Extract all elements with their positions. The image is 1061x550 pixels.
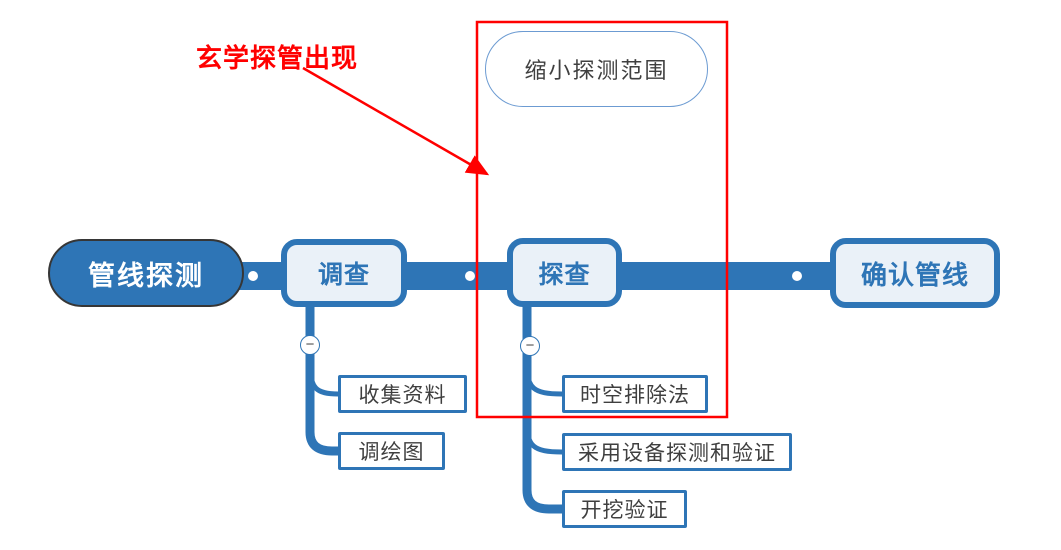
subtopic-label: 采用设备探测和验证 — [578, 442, 776, 465]
topic-exploration[interactable]: 探查 — [507, 238, 622, 307]
subtopic-label: 时空排除法 — [580, 384, 690, 407]
floating-topic-label: 缩小探测范围 — [524, 58, 669, 83]
subtopic-survey-drawing[interactable]: 调绘图 — [338, 432, 445, 470]
separator-dot — [465, 271, 475, 281]
subtopic-label: 开挖验证 — [580, 499, 669, 522]
topic-investigation-label: 调查 — [317, 261, 370, 289]
subtopic-excavation-verification[interactable]: 开挖验证 — [562, 490, 687, 528]
branch-connector — [524, 421, 563, 455]
branch-connector — [524, 363, 563, 397]
branch-connector — [305, 302, 338, 456]
topic-confirm-pipeline-label: 确认管线 — [860, 259, 969, 290]
topic-investigation[interactable]: 调查 — [281, 239, 407, 307]
subtopic-equipment-verification[interactable]: 采用设备探测和验证 — [562, 433, 792, 471]
subtopic-collect-data[interactable]: 收集资料 — [338, 375, 467, 413]
collapse-button-exploration[interactable]: − — [520, 336, 540, 356]
branch-connector — [522, 302, 562, 514]
minus-icon: − — [305, 335, 315, 353]
floating-topic-bubble[interactable]: 缩小探测范围 — [485, 31, 708, 107]
branch-connector — [307, 363, 339, 397]
timeline-bar — [160, 262, 833, 290]
minus-icon: − — [525, 336, 535, 354]
topic-root[interactable]: 管线探测 — [48, 239, 244, 307]
separator-dot — [792, 271, 802, 281]
topic-confirm-pipeline[interactable]: 确认管线 — [830, 238, 1000, 308]
subtopic-label: 调绘图 — [358, 441, 425, 464]
annotation-arrow — [302, 66, 490, 176]
annotation-text: 玄学探管出现 — [196, 43, 359, 73]
topic-exploration-label: 探查 — [538, 260, 591, 289]
collapse-button-investigation[interactable]: − — [300, 335, 320, 355]
subtopic-spacetime-exclusion[interactable]: 时空排除法 — [562, 375, 708, 413]
topic-root-label: 管线探测 — [88, 260, 204, 291]
subtopic-label: 收集资料 — [358, 384, 447, 407]
separator-dot — [248, 271, 258, 281]
